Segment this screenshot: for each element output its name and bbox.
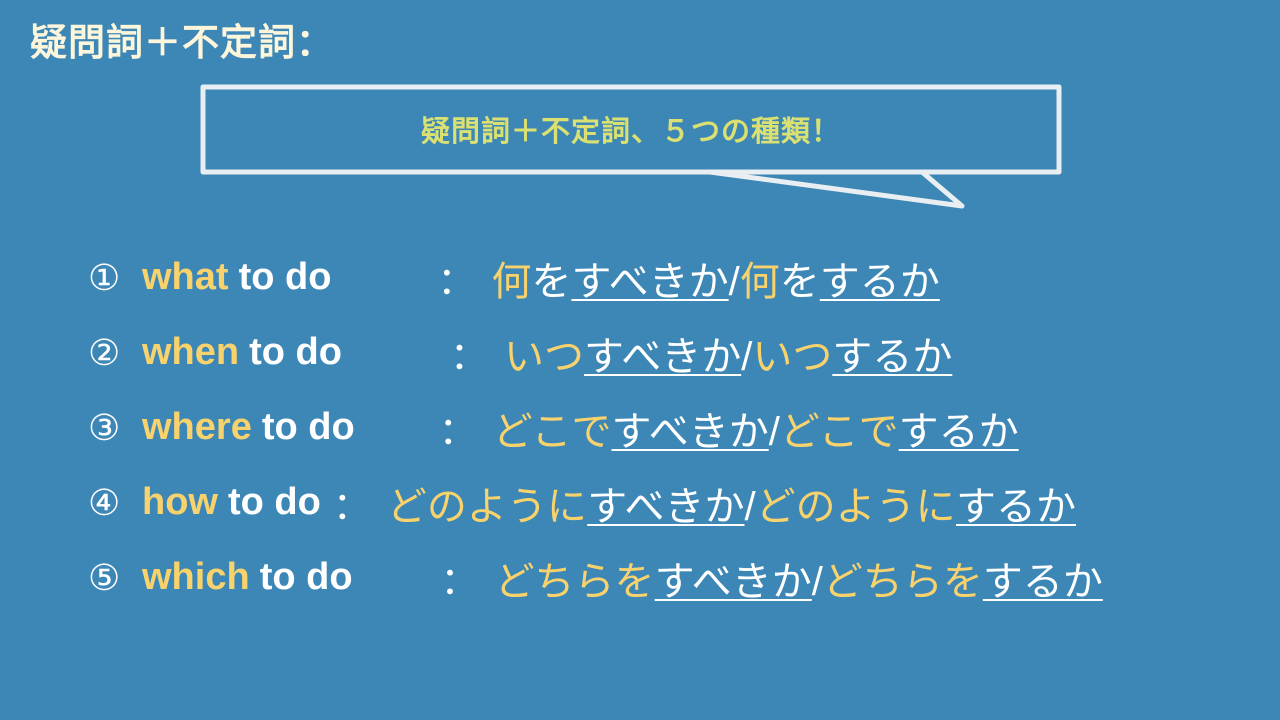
list-item-keyword: how xyxy=(142,481,218,523)
grammar-pattern-list: ① what to do ： 何をすべきか/何をするか ② when to do… xyxy=(0,240,1280,615)
meaning-question-word-alt: どちらを xyxy=(822,559,983,604)
list-item-number: ④ xyxy=(88,481,121,523)
list-item-infinitive: to do xyxy=(227,481,321,523)
meaning-question-word-alt: 何 xyxy=(739,259,780,304)
meaning-particle: を xyxy=(531,259,572,304)
meaning-question-word: いつ xyxy=(504,334,584,379)
list-item-colon: ： xyxy=(437,261,476,303)
list-item: ③ where to do ： どこですべきか/どこでするか xyxy=(0,390,1280,465)
meaning-particle-alt: を xyxy=(779,259,820,304)
meaning-question-word: どこで xyxy=(492,409,612,454)
meaning-question-word: どちらを xyxy=(494,559,655,604)
list-item-meaning: どこですべきか/どこでするか xyxy=(493,399,1019,457)
list-item-keyword: what xyxy=(142,256,229,298)
list-item-colon: ： xyxy=(449,336,488,378)
meaning-question-word-alt: どのように xyxy=(755,484,956,529)
callout-bubble-box xyxy=(200,84,1062,175)
list-item-colon: ： xyxy=(332,486,371,528)
meaning-separator: / xyxy=(744,484,756,529)
list-item-number: ① xyxy=(88,256,121,298)
meaning-plain-verb: するか xyxy=(898,409,1019,454)
meaning-question-word: どのように xyxy=(386,484,588,529)
meaning-plain-verb: するか xyxy=(956,484,1076,529)
callout-bubble: 疑問詞＋不定詞、５つの種類！ xyxy=(200,84,1062,212)
list-item-meaning: いつすべきか/いつするか xyxy=(504,324,952,382)
list-item-keyword: where xyxy=(142,406,252,448)
list-item-number: ③ xyxy=(88,406,121,448)
list-item-number: ② xyxy=(88,331,121,373)
list-item: ④ how to do ： どのようにすべきか/どのようにするか xyxy=(0,465,1280,540)
list-item-infinitive: to do xyxy=(259,556,353,598)
list-item-meaning: 何をすべきか/何をするか xyxy=(491,249,939,307)
meaning-separator: / xyxy=(811,559,823,604)
list-item-infinitive: to do xyxy=(249,331,342,373)
list-item-meaning: どちらをすべきか/どちらをするか xyxy=(495,549,1103,607)
list-item: ⑤ which to do ： どちらをすべきか/どちらをするか xyxy=(0,540,1280,615)
list-item-keyword: which xyxy=(142,556,250,598)
meaning-plain-verb: するか xyxy=(982,559,1103,604)
meaning-should-verb: すべきか xyxy=(584,334,742,379)
meaning-should-verb: すべきか xyxy=(611,409,769,454)
list-item: ② when to do ： いつすべきか/いつするか xyxy=(0,315,1280,390)
callout-bubble-outline xyxy=(200,84,1062,209)
meaning-question-word-alt: どこで xyxy=(779,409,899,454)
list-item-colon: ： xyxy=(438,411,477,453)
meaning-separator: / xyxy=(741,334,753,379)
meaning-should-verb: すべきか xyxy=(654,559,812,604)
meaning-separator: / xyxy=(768,409,780,454)
list-item-number: ⑤ xyxy=(88,556,121,598)
callout-bubble-tail xyxy=(707,169,965,209)
list-item: ① what to do ： 何をすべきか/何をするか xyxy=(0,240,1280,315)
meaning-separator: / xyxy=(728,259,740,304)
list-item-infinitive: to do xyxy=(261,406,355,448)
meaning-plain-verb: するか xyxy=(819,259,940,304)
meaning-question-word-alt: いつ xyxy=(752,334,833,379)
list-item-meaning: どのようにすべきか/どのようにするか xyxy=(387,474,1076,532)
callout-text: 疑問詞＋不定詞、５つの種類！ xyxy=(420,116,841,148)
meaning-should-verb: すべきか xyxy=(587,484,745,529)
list-item-colon: ： xyxy=(440,561,479,603)
meaning-should-verb: すべきか xyxy=(571,259,729,304)
meaning-question-word: 何 xyxy=(491,259,532,304)
list-item-infinitive: to do xyxy=(238,256,332,298)
page-title: 疑問詞＋不定詞： xyxy=(30,22,334,63)
meaning-plain-verb: するか xyxy=(832,334,953,379)
list-item-keyword: when xyxy=(142,331,240,373)
